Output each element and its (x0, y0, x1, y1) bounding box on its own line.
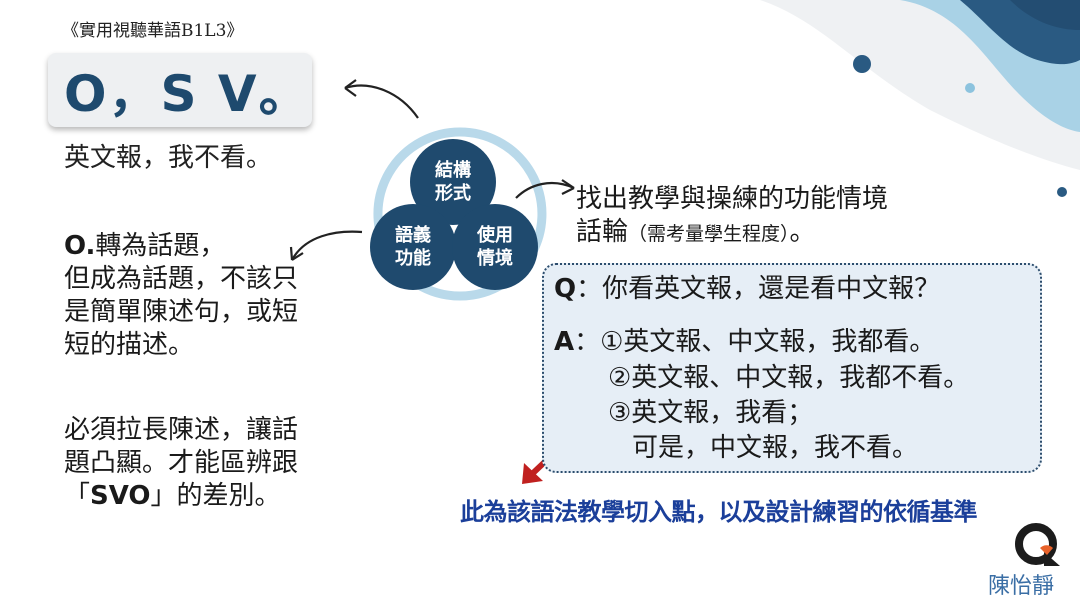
q-label: Q (554, 274, 577, 304)
answer-line: 可是，中文報，我不看。 (632, 433, 919, 463)
pattern-title: O，S V。 (64, 65, 311, 123)
qa-box (542, 263, 1042, 473)
answer-line: A：①英文報、中文報，我都看。 (554, 327, 936, 357)
topic-note-line: 是簡單陳述句，或短 (64, 297, 299, 327)
topic-note-line: 短的描述。 (64, 330, 195, 360)
topic-note-line: 但成為話題，不該只 (64, 264, 299, 294)
topic-label: O. (64, 231, 96, 261)
topic-note: O.轉為話題， 但成為話題，不該只 是簡單陳述句，或短 短的描述。 (64, 230, 354, 362)
emphasis-note-line: 「SVO」的差別。 (64, 481, 281, 511)
find-line-1: 找出教學與操練的功能情境 (576, 184, 889, 214)
a-label: A (554, 327, 575, 357)
find-heading: 找出教學與操練的功能情境 話輪（需考量學生程度）。 (576, 183, 888, 251)
diagram-circle-function: 語義 功能 (370, 204, 456, 290)
dot-right (1057, 187, 1067, 197)
question-line: Q：你看英文報，還是看中文報？ (554, 274, 941, 304)
light-blue-blob (900, 0, 1080, 132)
arrow-to-pattern-icon (344, 84, 419, 119)
dot-large (853, 55, 871, 73)
logo-icon (1015, 523, 1060, 566)
book-reference: 《實用視聽華語B1L3》 (62, 21, 244, 41)
answer-line: ③英文報，我看； (608, 398, 814, 428)
level-note: （需考量學生程度） (628, 223, 790, 245)
entry-point-note: 此為該語法教學切入點，以及設計練習的依循基準 (460, 498, 978, 526)
emphasis-note-line: 必須拉長陳述，讓話 (64, 415, 299, 445)
navy-blob (960, 0, 1080, 65)
pattern-box: O，S V。 (48, 53, 312, 127)
emphasis-note-line: 題凸顯。才能區辨跟 (64, 448, 299, 478)
gray-blob (760, 0, 1080, 170)
find-line-2: 話輪（需考量學生程度）。 (576, 217, 816, 247)
topic-note-line-1: O.轉為話題， (64, 231, 226, 261)
dot-small (965, 83, 975, 93)
svo-label: SVO (90, 481, 151, 511)
answer-line: ②英文報、中文報，我都不看。 (608, 363, 970, 393)
navy-blob-inner (1010, 0, 1080, 30)
arrow-to-find-icon (515, 181, 575, 199)
diagram-circle-use: 使用 情境 (452, 204, 538, 290)
pattern-example: 英文報，我不看。 (64, 143, 273, 173)
author-name: 陳怡靜 (988, 574, 1055, 599)
emphasis-note: 必須拉長陳述，讓話 題凸顯。才能區辨跟 「SVO」的差別。 (64, 414, 354, 513)
